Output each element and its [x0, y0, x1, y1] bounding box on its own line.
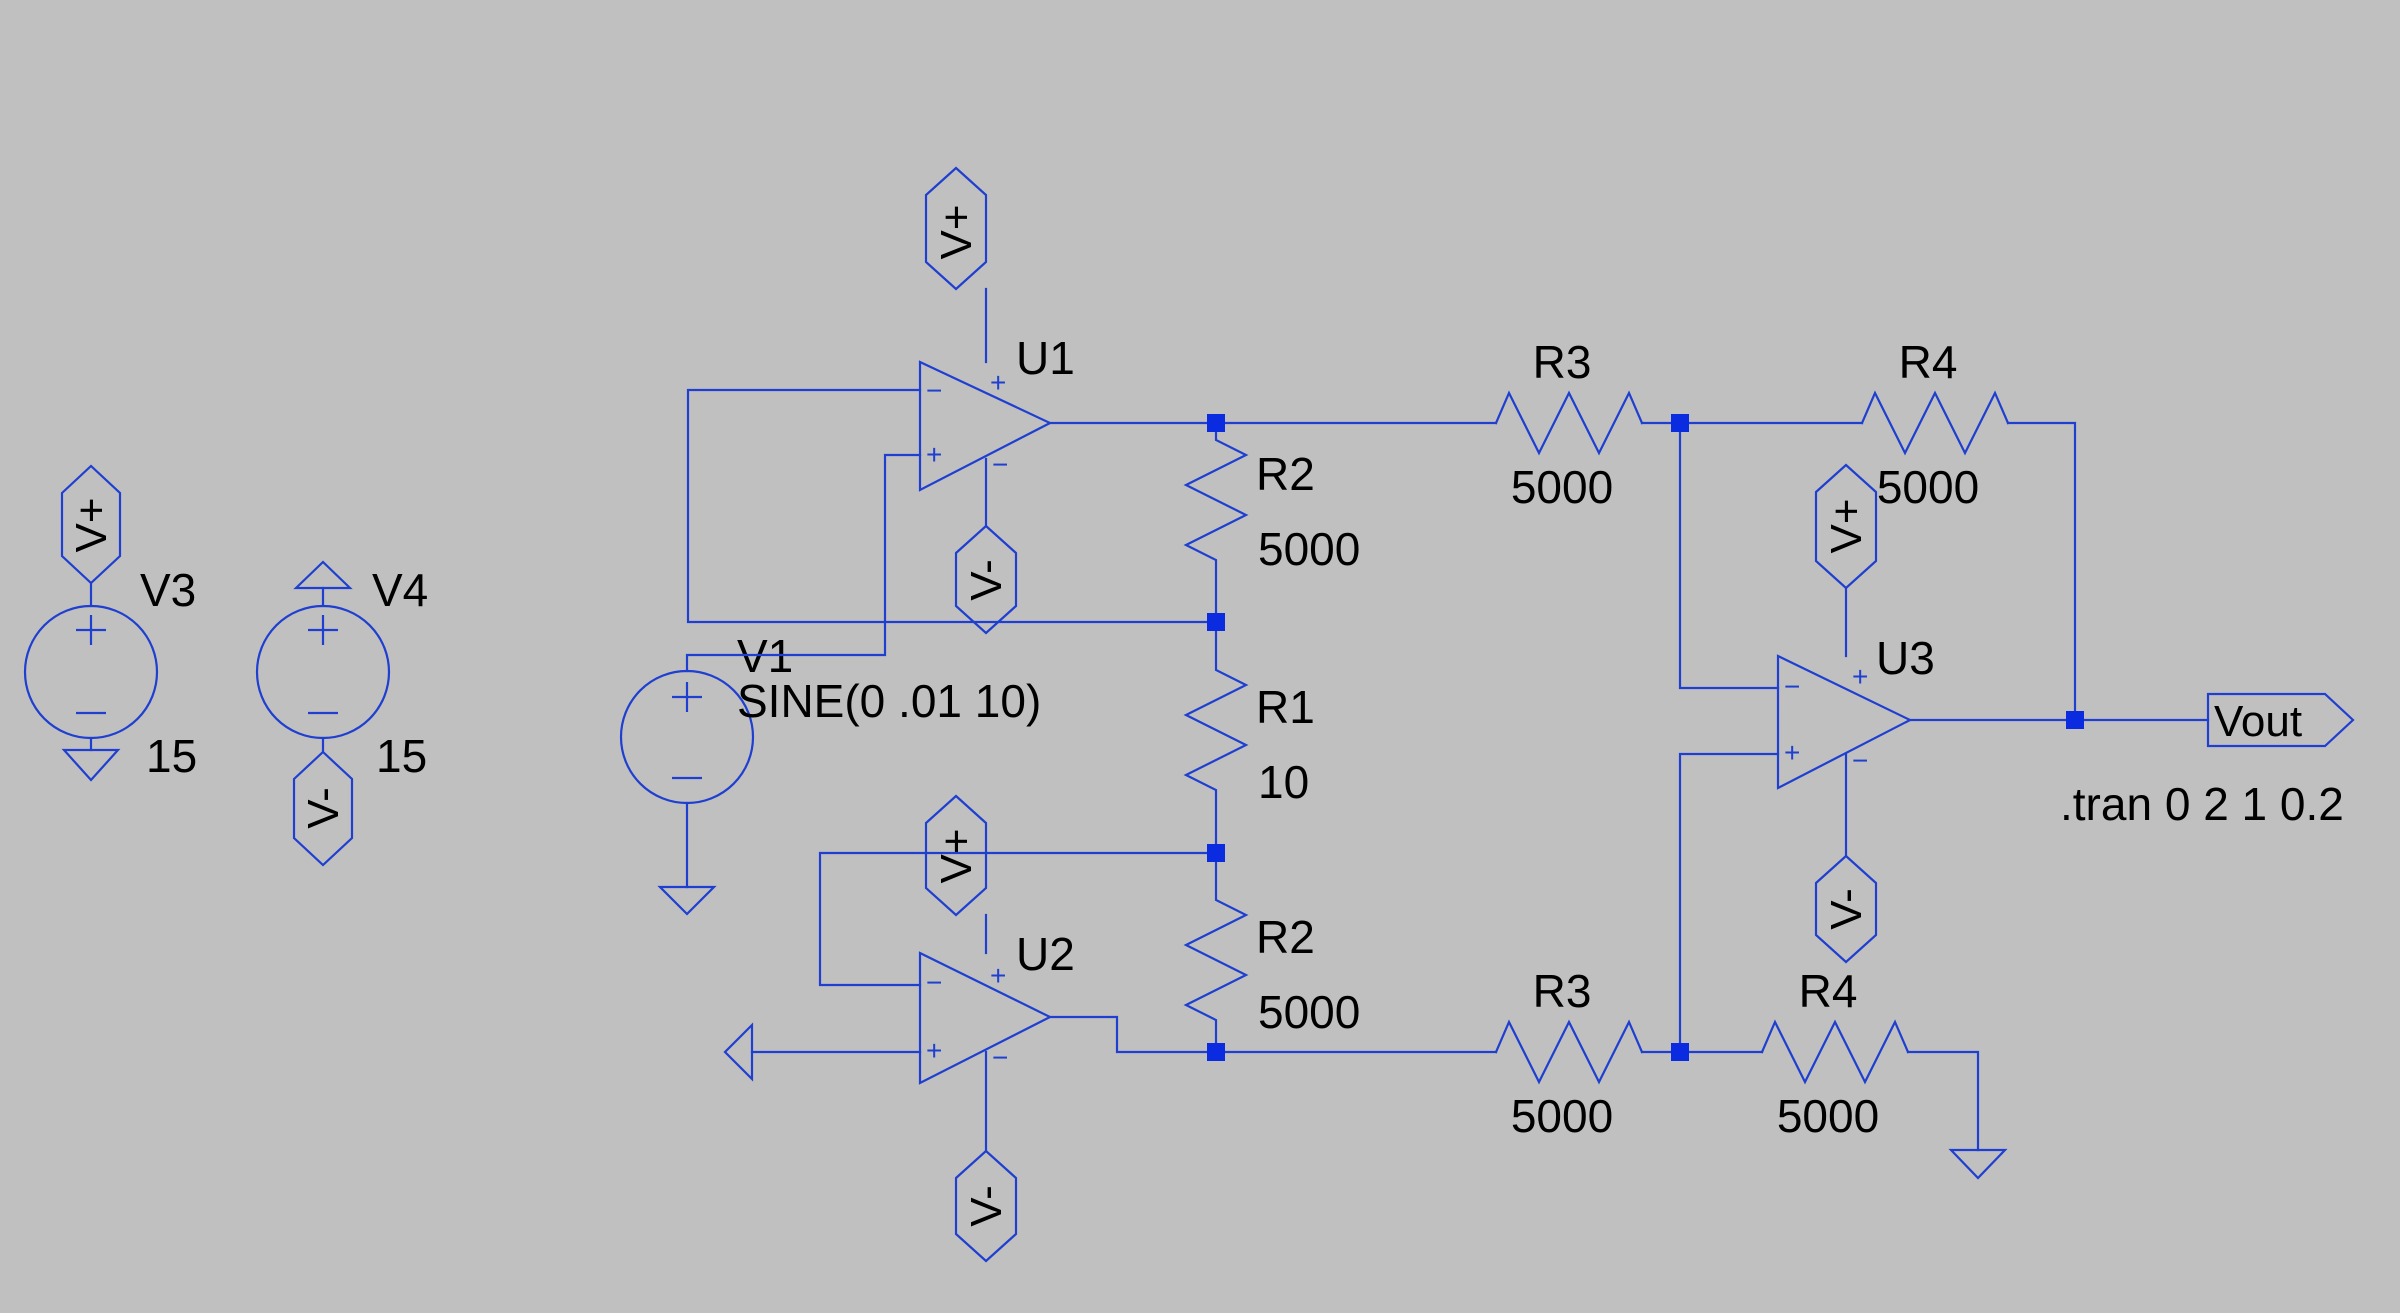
svg-text:+: + — [1784, 737, 1800, 768]
component-name-v4: V4 — [372, 564, 428, 616]
net-label-vminus: V- — [299, 787, 348, 829]
svg-text:R4: R4 — [1799, 965, 1858, 1017]
voltage-source-v1[interactable]: V1 SINE(0 .01 10) — [619, 630, 1041, 916]
junction-dot — [1671, 414, 1689, 432]
svg-text:−: − — [1852, 745, 1868, 776]
voltage-source-v4[interactable]: V- V4 15 — [255, 560, 428, 867]
svg-text:R3: R3 — [1533, 336, 1592, 388]
spice-directive[interactable]: .tran 0 2 1 0.2 — [2060, 778, 2344, 830]
net-label-vout: Vout — [2214, 697, 2302, 746]
ground-icon — [657, 885, 717, 916]
svg-text:R2: R2 — [1256, 448, 1315, 500]
svg-text:R4: R4 — [1899, 336, 1958, 388]
junction-dot — [2066, 711, 2084, 729]
svg-text:10: 10 — [1258, 756, 1309, 808]
junction-dot — [1207, 613, 1225, 631]
resistor-r4-upper[interactable]: R4 5000 — [1860, 336, 2010, 513]
svg-text:R2: R2 — [1256, 911, 1315, 963]
svg-text:+: + — [990, 960, 1006, 991]
voltage-source-v3[interactable]: V+ V3 15 — [23, 464, 197, 782]
ground-icon — [61, 748, 121, 782]
svg-text:V+: V+ — [932, 828, 981, 883]
resistor-r1[interactable]: R1 10 — [1183, 620, 1315, 855]
component-value-v3: 15 — [146, 730, 197, 782]
resistor-r3-upper[interactable]: R3 5000 — [1494, 336, 1644, 513]
resistor-r2-upper[interactable]: R2 5000 — [1183, 421, 1360, 624]
resistor-r2-lower[interactable]: R2 5000 — [1183, 851, 1360, 1054]
component-value-v1: SINE(0 .01 10) — [737, 675, 1041, 727]
svg-text:−: − — [992, 1042, 1008, 1073]
svg-text:V+: V+ — [932, 204, 981, 259]
svg-text:+: + — [926, 1035, 942, 1066]
component-name-u3: U3 — [1876, 632, 1935, 684]
junction-dot — [1207, 414, 1225, 432]
junction-dot — [1207, 844, 1225, 862]
svg-text:5000: 5000 — [1258, 523, 1360, 575]
svg-text:V-: V- — [962, 559, 1011, 601]
svg-text:−: − — [1784, 671, 1800, 702]
net-label-vplus: V+ — [67, 497, 116, 552]
svg-text:5000: 5000 — [1511, 461, 1613, 513]
arrow-up-icon — [293, 560, 353, 590]
component-name-u1: U1 — [1016, 332, 1075, 384]
svg-text:+: + — [926, 439, 942, 470]
svg-text:V+: V+ — [1822, 498, 1871, 553]
opamp-u2[interactable]: V+ − + + − V- U2 — [918, 794, 1075, 1263]
wires — [685, 388, 2210, 1152]
net-flag-vout[interactable]: Vout — [2206, 692, 2355, 748]
resistor-r3-lower[interactable]: R3 5000 — [1494, 965, 1644, 1142]
component-name-u2: U2 — [1016, 928, 1075, 980]
svg-text:V-: V- — [962, 1185, 1011, 1227]
svg-text:−: − — [926, 375, 942, 406]
svg-text:−: − — [992, 449, 1008, 480]
svg-text:+: + — [990, 367, 1006, 398]
resistor-r4-lower[interactable]: R4 5000 — [1760, 965, 1910, 1142]
junction-dot — [1207, 1043, 1225, 1061]
svg-text:5000: 5000 — [1777, 1090, 1879, 1142]
junction-dot — [1671, 1043, 1689, 1061]
svg-text:5000: 5000 — [1511, 1090, 1613, 1142]
svg-text:5000: 5000 — [1877, 461, 1979, 513]
component-value-v4: 15 — [376, 730, 427, 782]
svg-text:5000: 5000 — [1258, 986, 1360, 1038]
opamp-u3[interactable]: V+ − + + − V- U3 — [1776, 463, 1935, 964]
ground-icon — [1948, 1148, 2008, 1180]
arrow-left-icon — [723, 1022, 754, 1082]
opamp-u1[interactable]: V+ − + + − V- U1 — [918, 166, 1075, 635]
svg-text:+: + — [1852, 661, 1868, 692]
svg-text:R3: R3 — [1533, 965, 1592, 1017]
junctions — [1207, 414, 2084, 1061]
svg-text:V-: V- — [1822, 888, 1871, 930]
component-name-v3: V3 — [140, 564, 196, 616]
svg-text:−: − — [926, 967, 942, 998]
svg-text:R1: R1 — [1256, 681, 1315, 733]
